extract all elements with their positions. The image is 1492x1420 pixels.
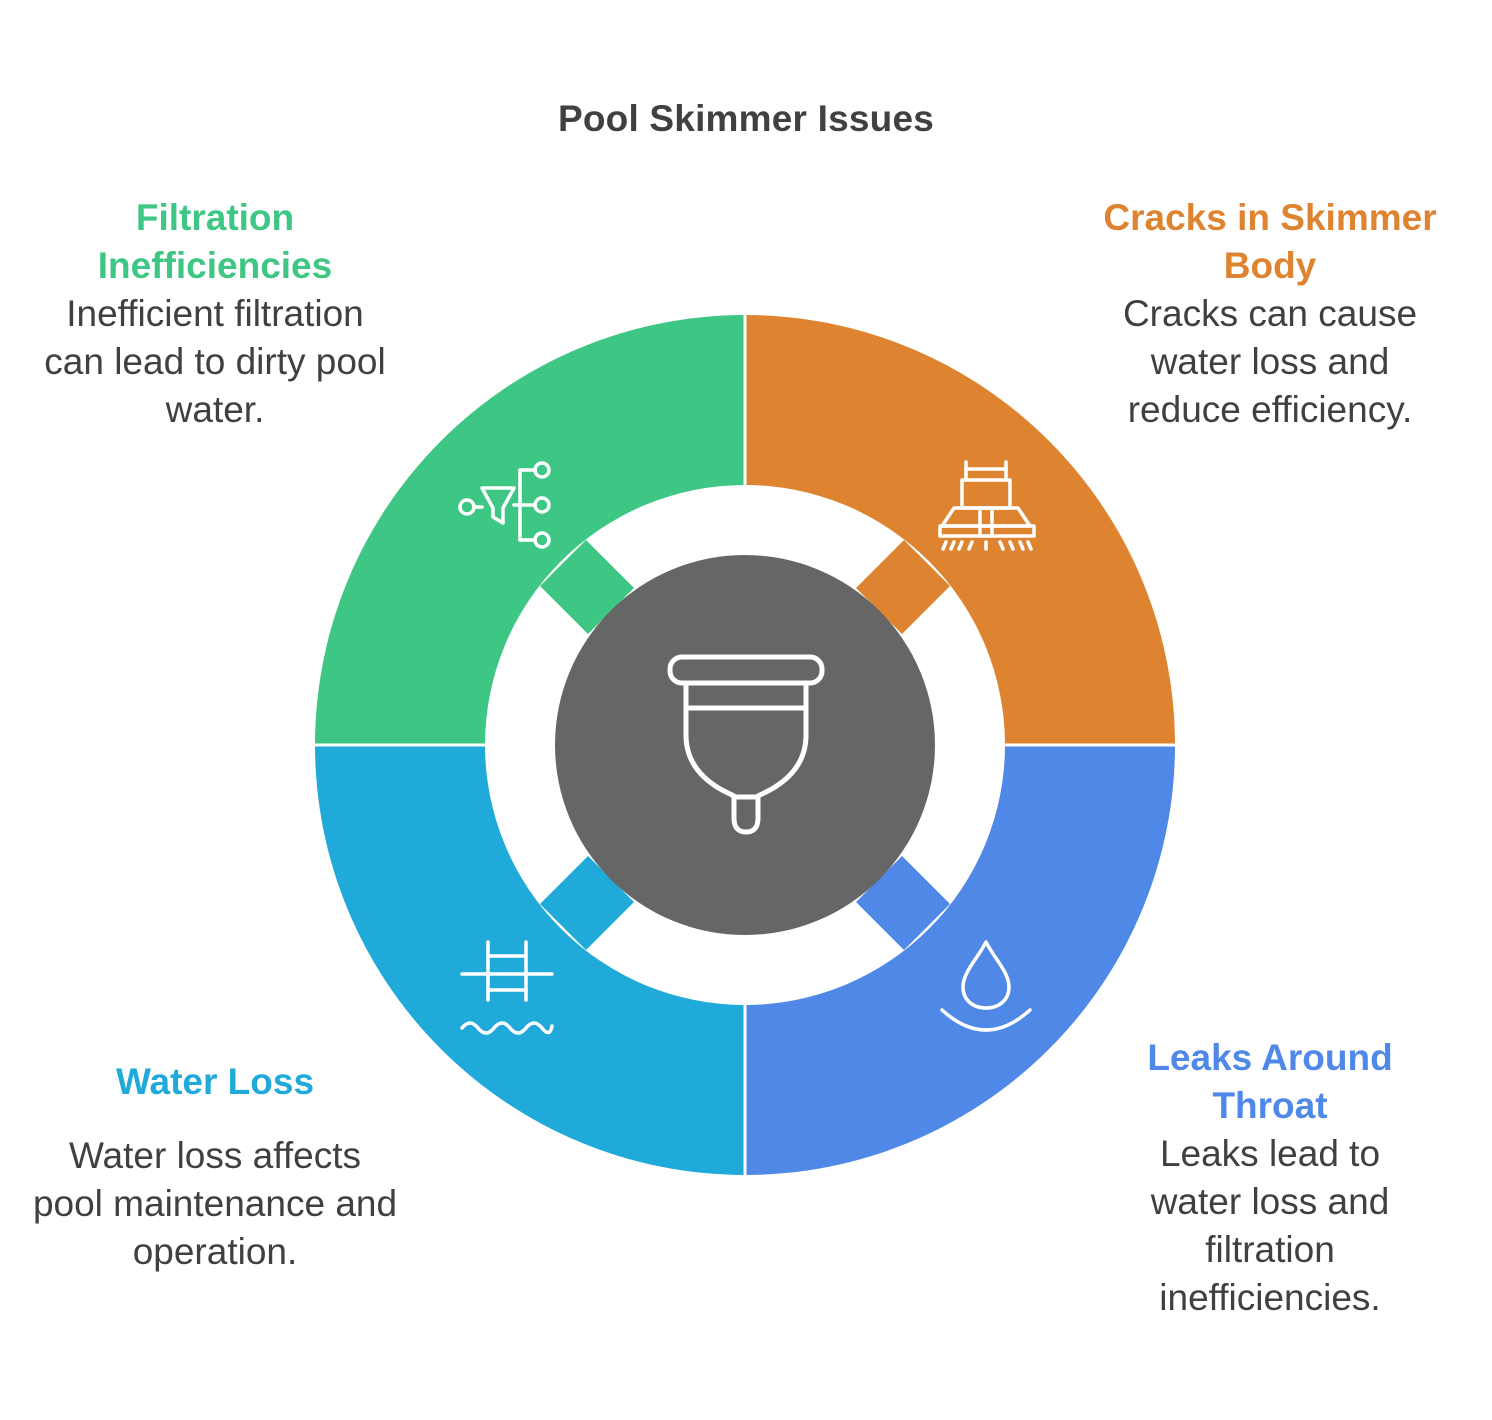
label-filtration: Filtration Inefficiencies Inefficient fi… <box>40 194 390 434</box>
segment-cracks <box>745 315 1175 745</box>
segment-water-loss <box>315 745 745 1175</box>
diagram-title: Pool Skimmer Issues <box>557 98 935 139</box>
desc-filtration: Inefficient filtration can lead to dirty… <box>44 293 386 430</box>
water-drop-icon <box>940 940 1032 1032</box>
segment-leaks <box>745 745 1175 1175</box>
label-cracks: Cracks in Skimmer Body Cracks can cause … <box>1100 194 1440 434</box>
pool-ladder-icon <box>460 940 554 1035</box>
pool-cleaner-icon <box>938 460 1036 551</box>
desc-cracks: Cracks can cause water loss and reduce e… <box>1122 293 1418 430</box>
desc-leaks: Leaks lead to water loss and filtration … <box>1150 1133 1390 1318</box>
connector-cracks <box>856 540 950 634</box>
heading-cracks: Cracks in Skimmer Body <box>1103 197 1437 286</box>
heading-water-loss: Water Loss <box>115 1061 315 1102</box>
filter-funnel-icon <box>458 461 551 549</box>
skimmer-basket-icon <box>667 654 825 835</box>
center-hub <box>555 555 935 935</box>
desc-water-loss: Water loss affects pool maintenance and … <box>32 1135 398 1272</box>
heading-leaks: Leaks Around Throat <box>1147 1037 1393 1126</box>
connector-leaks <box>856 856 950 950</box>
connector-filtration <box>540 540 634 634</box>
label-leaks: Leaks Around Throat Leaks lead to water … <box>1110 1034 1430 1322</box>
segment-filtration <box>315 315 745 745</box>
connector-water-loss <box>540 856 634 950</box>
heading-filtration: Filtration Inefficiencies <box>97 197 333 286</box>
label-water-loss: Water Loss Water loss affects pool maint… <box>30 1058 400 1276</box>
